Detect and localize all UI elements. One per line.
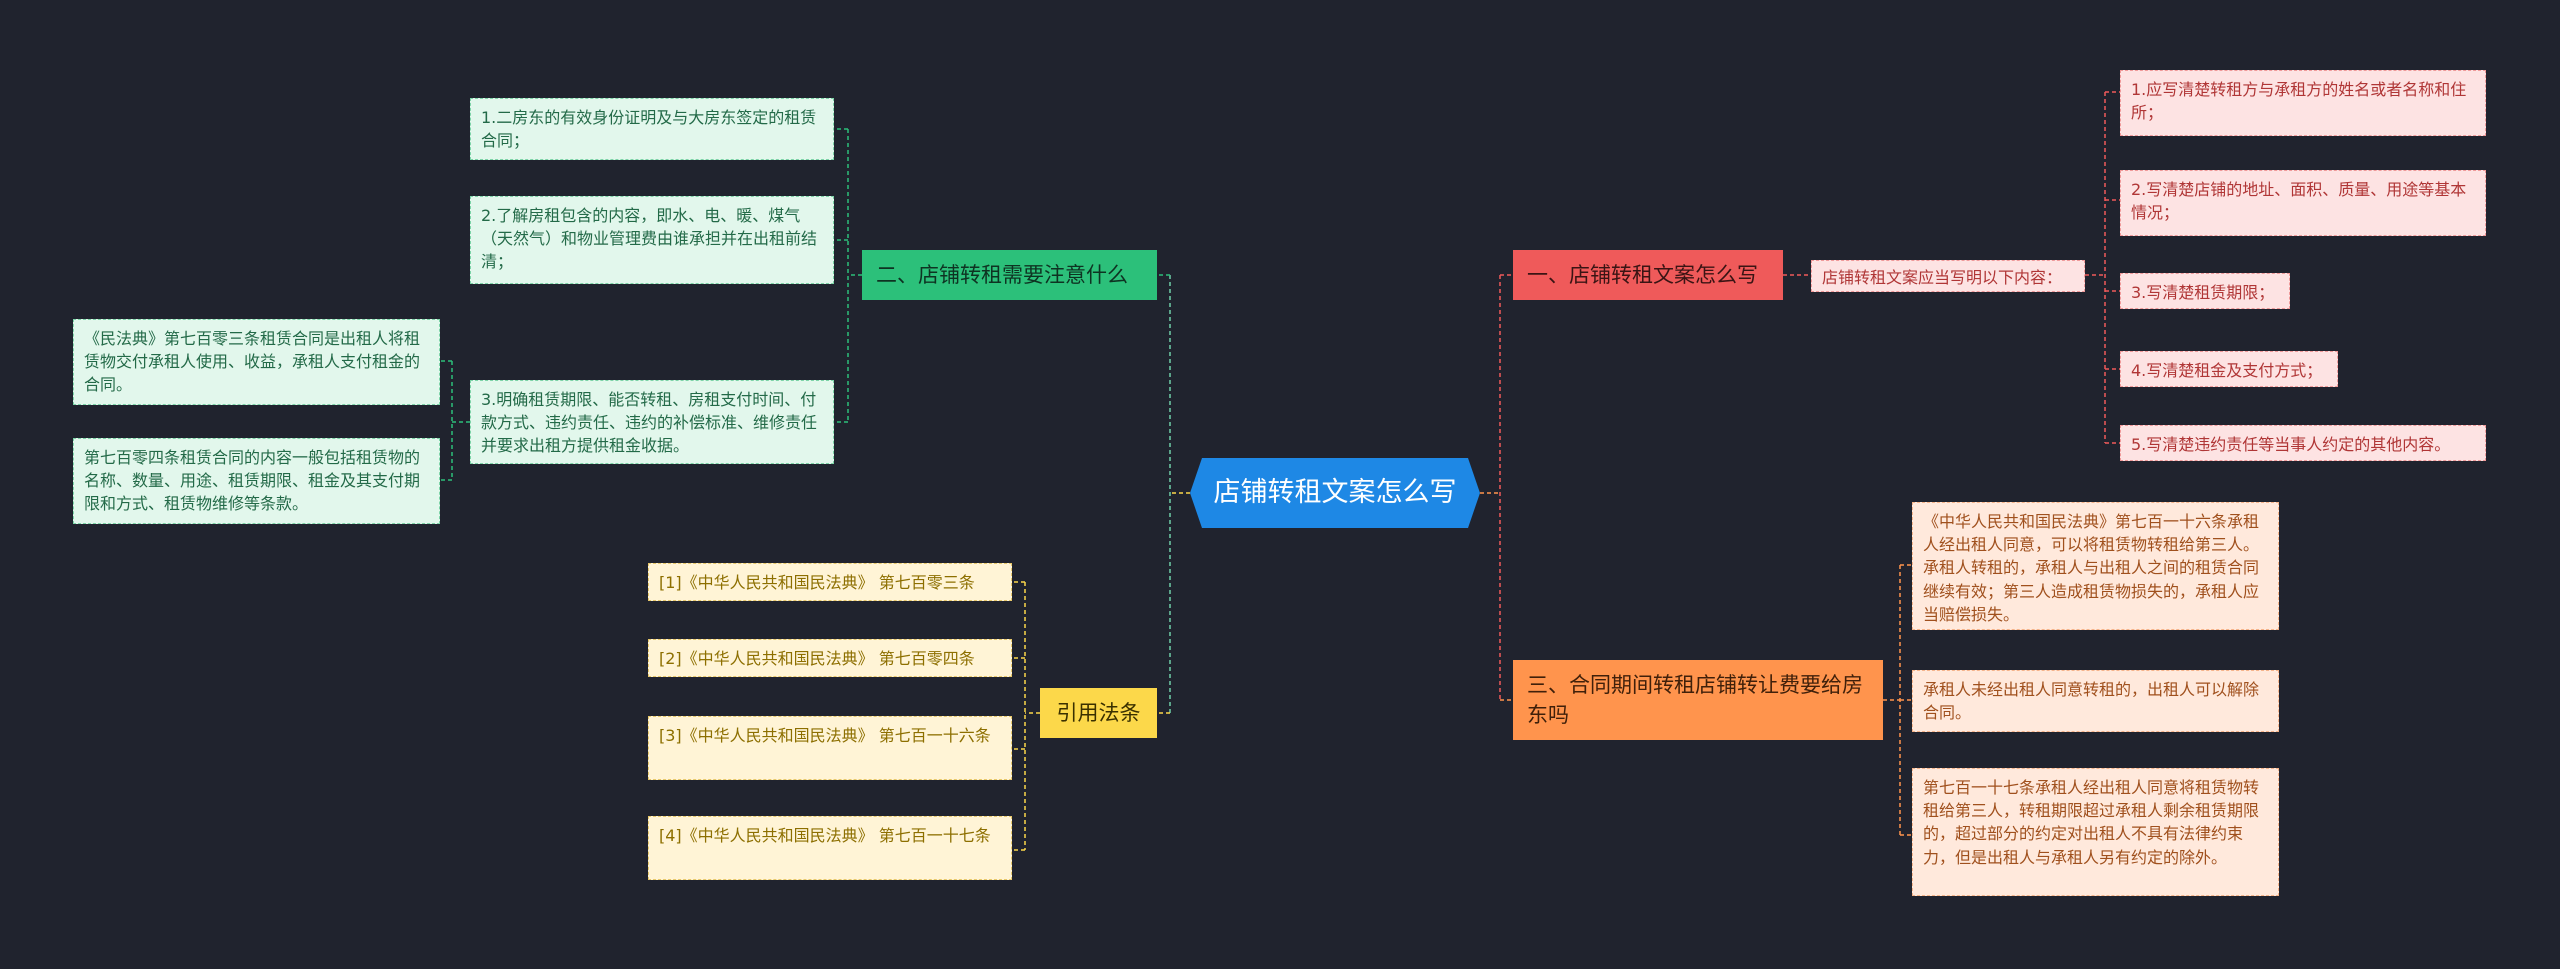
b1-intro-note[interactable]: 店铺转租文案应当写明以下内容： (1811, 260, 2085, 292)
b1-item-4[interactable]: 4.写清楚租金及支付方式； (2120, 351, 2338, 387)
b4-citation-3[interactable]: [3]《中华人民共和国民法典》 第七百一十六条 (648, 716, 1012, 780)
b2-item-2[interactable]: 2.了解房租包含的内容，即水、电、暖、煤气（天然气）和物业管理费由谁承担并在出租… (470, 196, 834, 284)
b3-item-termination[interactable]: 承租人未经出租人同意转租的，出租人可以解除合同。 (1912, 670, 2279, 732)
branch-cited-laws[interactable]: 引用法条 (1040, 688, 1157, 738)
b1-item-2[interactable]: 2.写清楚店铺的地址、面积、质量、用途等基本情况； (2120, 170, 2486, 236)
branch-shop-sublease-precautions[interactable]: 二、店铺转租需要注意什么 (862, 250, 1157, 300)
b1-item-1[interactable]: 1.应写清楚转租方与承租方的姓名或者名称和住所； (2120, 70, 2486, 136)
b1-item-3[interactable]: 3.写清楚租赁期限； (2120, 273, 2290, 309)
b4-citation-1[interactable]: [1]《中华人民共和国民法典》 第七百零三条 (648, 563, 1012, 601)
b2-item-3[interactable]: 3.明确租赁期限、能否转租、房租支付时间、付款方式、违约责任、违约的补偿标准、维… (470, 380, 834, 464)
b1-item-5[interactable]: 5.写清楚违约责任等当事人约定的其他内容。 (2120, 425, 2486, 461)
root-topic[interactable]: 店铺转租文案怎么写 (1190, 458, 1480, 528)
b3-item-article-717[interactable]: 第七百一十七条承租人经出租人同意将租赁物转租给第三人，转租期限超过承租人剩余租赁… (1912, 768, 2279, 896)
b4-citation-4[interactable]: [4]《中华人民共和国民法典》 第七百一十七条 (648, 816, 1012, 880)
b3-item-article-716[interactable]: 《中华人民共和国民法典》第七百一十六条承租人经出租人同意，可以将租赁物转租给第三… (1912, 502, 2279, 630)
b4-citation-2[interactable]: [2]《中华人民共和国民法典》 第七百零四条 (648, 639, 1012, 677)
branch-shop-sublease-copy-how-to-write[interactable]: 一、店铺转租文案怎么写 (1513, 250, 1783, 300)
branch-transfer-fee-landlord[interactable]: 三、合同期间转租店铺转让费要给房东吗 (1513, 660, 1883, 740)
b2-item-1[interactable]: 1.二房东的有效身份证明及与大房东签定的租赁合同； (470, 98, 834, 160)
b2-sub-item-article-704[interactable]: 第七百零四条租赁合同的内容一般包括租赁物的名称、数量、用途、租赁期限、租金及其支… (73, 438, 440, 524)
b2-sub-item-article-703[interactable]: 《民法典》第七百零三条租赁合同是出租人将租赁物交付承租人使用、收益，承租人支付租… (73, 319, 440, 405)
